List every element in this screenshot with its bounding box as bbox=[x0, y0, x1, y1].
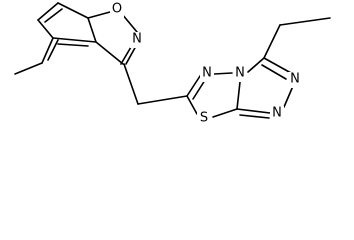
bond-methylene bbox=[123, 63, 139, 105]
bond-isoxazole bbox=[87, 11, 111, 19]
bond-triazole bbox=[283, 85, 294, 108]
bond-isoxazole bbox=[95, 41, 124, 65]
bond-benzene-inner bbox=[44, 8, 63, 23]
bond-benzene bbox=[52, 37, 97, 43]
bond-benzene bbox=[41, 37, 54, 64]
atom-nitrogen-triazole-upper: N bbox=[290, 72, 300, 87]
bond-ethyl bbox=[263, 24, 281, 59]
bond-methyl bbox=[14, 62, 43, 75]
bonds bbox=[14, 2, 331, 119]
bond-isoxazole-double bbox=[120, 46, 132, 65]
bond-benzene-inner bbox=[47, 39, 59, 61]
bond-triazole bbox=[236, 108, 271, 114]
bond-thiadiazole bbox=[212, 108, 238, 118]
bond-thiadiazole-double bbox=[186, 72, 203, 97]
chemical-structure: O N N N N N S bbox=[14, 2, 331, 127]
bond-methylene bbox=[137, 95, 188, 105]
bond-thiadiazole bbox=[213, 72, 233, 75]
atom-nitrogen-bridgehead: N bbox=[235, 66, 245, 81]
bond-triazole bbox=[247, 57, 265, 73]
bond-benzene-inner bbox=[57, 43, 89, 47]
bond-benzene bbox=[57, 2, 89, 19]
bond-thiadiazole bbox=[186, 95, 198, 115]
bond-triazole-double bbox=[239, 114, 270, 119]
atom-nitrogen-thiadiazole: N bbox=[202, 66, 212, 81]
bond-ethyl bbox=[279, 17, 331, 26]
atom-sulfur: S bbox=[200, 111, 208, 126]
atom-labels: O N N N N N S bbox=[110, 2, 302, 127]
atom-nitrogen-triazole-lower: N bbox=[272, 106, 282, 121]
bond-fusion bbox=[236, 81, 241, 110]
bond-isoxazole bbox=[125, 45, 137, 65]
bond-triazole-double bbox=[261, 64, 287, 80]
atom-oxygen: O bbox=[112, 2, 122, 17]
bond-benzene bbox=[37, 19, 54, 39]
bond-triazole-double bbox=[263, 57, 292, 74]
bond-isoxazole bbox=[121, 13, 138, 33]
bond-benzene bbox=[87, 17, 97, 43]
bond-benzene bbox=[37, 2, 59, 21]
atom-nitrogen-isoxazole: N bbox=[132, 32, 142, 47]
